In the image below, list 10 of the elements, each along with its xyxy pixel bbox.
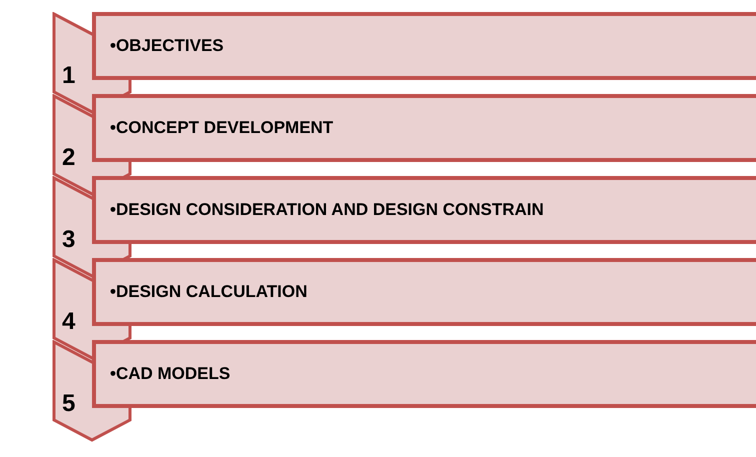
step-number: 4 <box>62 308 76 336</box>
step-title: •CAD MODELS <box>110 364 230 384</box>
step-number: 3 <box>62 226 76 254</box>
step-number: 1 <box>62 62 76 90</box>
step-title: •CONCEPT DEVELOPMENT <box>110 118 334 138</box>
step-title: •OBJECTIVES <box>110 36 224 56</box>
step-title: •DESIGN CONSIDERATION AND DESIGN CONSTRAIN <box>110 200 544 220</box>
step-number: 5 <box>62 390 76 418</box>
step-number: 2 <box>62 144 76 172</box>
step-title: •DESIGN CALCULATION <box>110 282 308 302</box>
